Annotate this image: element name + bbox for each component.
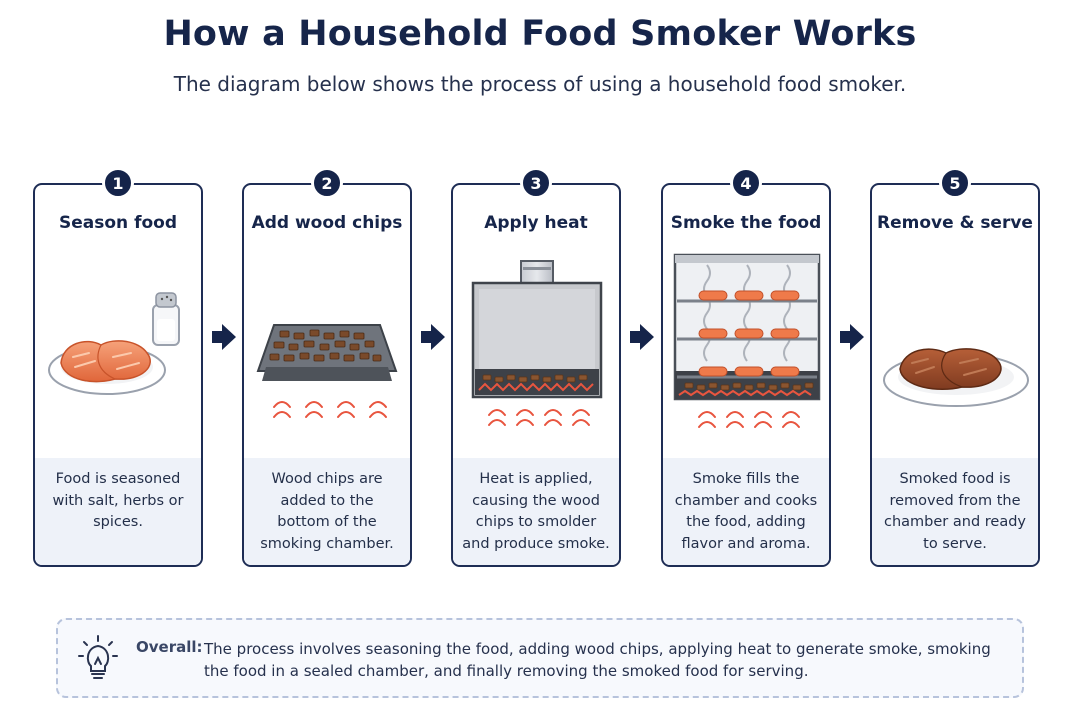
step-description: Heat is applied, causing the wood chips … <box>462 471 610 552</box>
overall-text: The process involves seasoning the food,… <box>204 640 991 680</box>
step-title: Add wood chips <box>251 213 403 233</box>
arrow-right-icon <box>840 324 864 350</box>
step-number-badge: 1 <box>102 167 134 199</box>
step-description: Food is seasoned with salt, herbs or spi… <box>52 471 184 530</box>
description-panel <box>453 458 619 565</box>
arrow-right-icon <box>421 324 445 350</box>
step-description: Wood chips are added to the bottom of th… <box>260 471 394 552</box>
step-number-badge: 5 <box>939 167 971 199</box>
seasoned-meat-plate-icon <box>48 292 180 395</box>
step-title: Apply heat <box>484 213 588 233</box>
description-panel <box>872 458 1038 565</box>
description-panel <box>244 458 410 565</box>
step-number-badge: 2 <box>311 167 343 199</box>
step-description: Smoke fills the chamber and cooks the fo… <box>674 471 818 552</box>
step-title: Smoke the food <box>670 213 822 233</box>
step-title: Season food <box>59 213 177 233</box>
step-card-4: Smoke the food <box>661 183 831 567</box>
overall-label: Overall: <box>136 638 203 656</box>
step-card-3: Apply heat Heat is applied, causing the … <box>451 183 621 567</box>
description-panel <box>663 458 829 565</box>
smoking-chamber-icon <box>673 253 821 428</box>
step-card-2: Add wood chips Wood chips are added to t… <box>242 183 412 567</box>
overall-summary-box: Overall: The process involves seasoning … <box>56 618 1024 698</box>
lightbulb-icon <box>78 635 118 679</box>
step-card-5: Remove & serve Smoked food is removed fr… <box>870 183 1040 567</box>
heated-smoker-icon <box>471 260 603 426</box>
arrow-right-icon <box>212 324 236 350</box>
page-subtitle: The diagram below shows the process of u… <box>173 72 907 96</box>
step-title: Remove & serve <box>877 213 1033 233</box>
wood-chip-tray-icon <box>256 324 398 418</box>
smoked-meat-plate-icon <box>883 348 1029 407</box>
step-number-badge: 3 <box>520 167 552 199</box>
arrow-right-icon <box>630 324 654 350</box>
step-number-badge: 4 <box>730 167 762 199</box>
step-card-1: Season food Food is seasoned with salt, … <box>33 183 203 567</box>
step-description: Smoked food is removed from the chamber … <box>884 471 1026 552</box>
page-title: How a Household Food Smoker Works <box>163 14 917 54</box>
description-panel <box>35 458 201 565</box>
